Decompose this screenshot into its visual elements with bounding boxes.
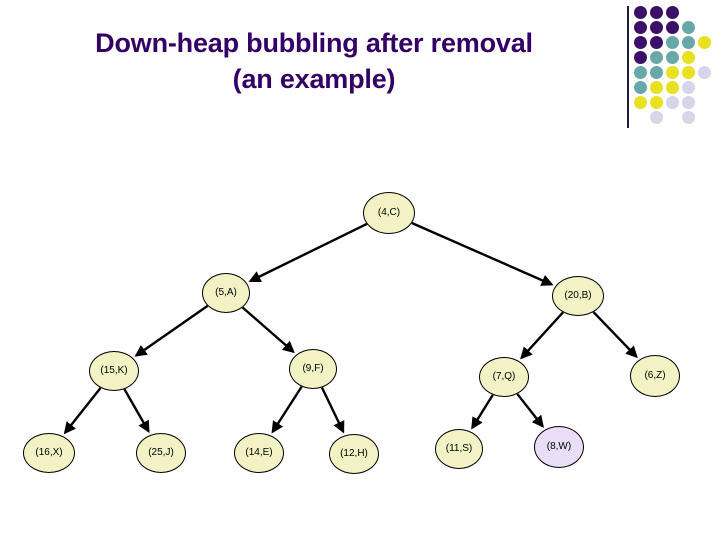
tree-node-4C[interactable]: (4,C) xyxy=(363,192,415,234)
tree-node-25J[interactable]: (25,J) xyxy=(136,433,186,473)
tree-edge xyxy=(134,304,209,357)
decoration-dot xyxy=(634,21,647,34)
tree-node-15K[interactable]: (15,K) xyxy=(89,351,139,391)
decoration-dot xyxy=(666,21,679,34)
tree-node-5A[interactable]: (5,A) xyxy=(202,273,250,313)
decoration-dot xyxy=(682,96,695,109)
tree-edge xyxy=(592,311,638,359)
tree-edge xyxy=(520,311,564,360)
decoration-dot xyxy=(698,36,711,49)
tree-edge xyxy=(241,306,295,354)
tree-node-11S[interactable]: (11,S) xyxy=(435,429,483,469)
decoration-dot xyxy=(650,6,663,19)
decoration-dot xyxy=(650,36,663,49)
decoration-dot-grid xyxy=(634,6,718,124)
tree-node-12H[interactable]: (12,H) xyxy=(329,434,379,474)
decoration-dot xyxy=(650,111,663,124)
decoration-dot xyxy=(634,96,647,109)
decoration-dot xyxy=(634,81,647,94)
page-title: Down-heap bubbling after removal (an exa… xyxy=(14,26,614,97)
decoration-dot xyxy=(682,51,695,64)
tree-edge xyxy=(320,387,345,434)
tree-node-14E[interactable]: (14,E) xyxy=(234,433,284,473)
decoration-dot xyxy=(634,51,647,64)
decoration-dot xyxy=(698,66,711,79)
decoration-divider-line xyxy=(627,6,629,128)
decoration-dot xyxy=(650,81,663,94)
tree-node-16X[interactable]: (16,X) xyxy=(23,433,75,473)
tree-edge xyxy=(471,394,494,430)
decoration-dot xyxy=(666,96,679,109)
decoration-dot xyxy=(650,51,663,64)
decoration-dot xyxy=(682,111,695,124)
tree-edge xyxy=(123,388,150,434)
tree-node-20B[interactable]: (20,B) xyxy=(552,276,604,316)
tree-edge xyxy=(63,387,102,435)
decoration-dot xyxy=(666,36,679,49)
decoration-dot xyxy=(650,21,663,34)
tree-edge xyxy=(516,393,544,428)
title-line-1: Down-heap bubbling after removal xyxy=(95,28,533,58)
decoration-dot xyxy=(634,66,647,79)
title-line-2: (an example) xyxy=(232,63,396,94)
decoration-dot xyxy=(682,81,695,94)
decoration-dot xyxy=(666,81,679,94)
decoration-dot xyxy=(634,6,647,19)
decoration-dot xyxy=(682,21,695,34)
tree-node-8W[interactable]: (8,W) xyxy=(534,426,584,468)
tree-edge xyxy=(411,221,554,286)
decoration-dot xyxy=(666,66,679,79)
tree-edge xyxy=(248,222,368,283)
decoration-dot xyxy=(650,66,663,79)
decoration-dot xyxy=(666,6,679,19)
decoration-dot xyxy=(682,66,695,79)
tree-node-6Z[interactable]: (6,Z) xyxy=(630,355,680,397)
decoration-dot xyxy=(634,36,647,49)
tree-edge xyxy=(271,385,303,434)
decoration-dot xyxy=(682,36,695,49)
decoration-dot xyxy=(650,96,663,109)
tree-node-7Q[interactable]: (7,Q) xyxy=(479,357,529,397)
decoration-dot xyxy=(666,51,679,64)
tree-node-9F[interactable]: (9,F) xyxy=(289,349,337,389)
